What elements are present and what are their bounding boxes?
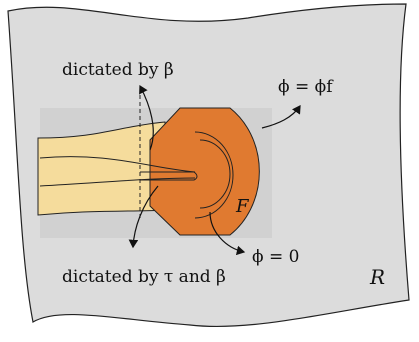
label-dictated-tau-beta: dictated by τ and β [62,267,226,287]
label-region-R: R [369,265,385,289]
arrow-bottom-center [128,185,159,249]
crack-tip [140,171,198,181]
label-dictated-beta: dictated by β [62,60,174,80]
arrow-top-right [261,105,301,129]
region-F [149,107,260,236]
label-phi-f: ϕ = ϕf [278,77,334,97]
crack-lower [39,177,196,187]
arrow-bottom-right [209,211,246,256]
inner-arc [194,131,234,219]
inner-arc-2 [199,139,231,209]
label-region-F: F [235,196,250,217]
label-phi-zero: ϕ = 0 [252,247,299,267]
arrow-top-left [139,84,154,151]
crack-upper [39,156,196,173]
